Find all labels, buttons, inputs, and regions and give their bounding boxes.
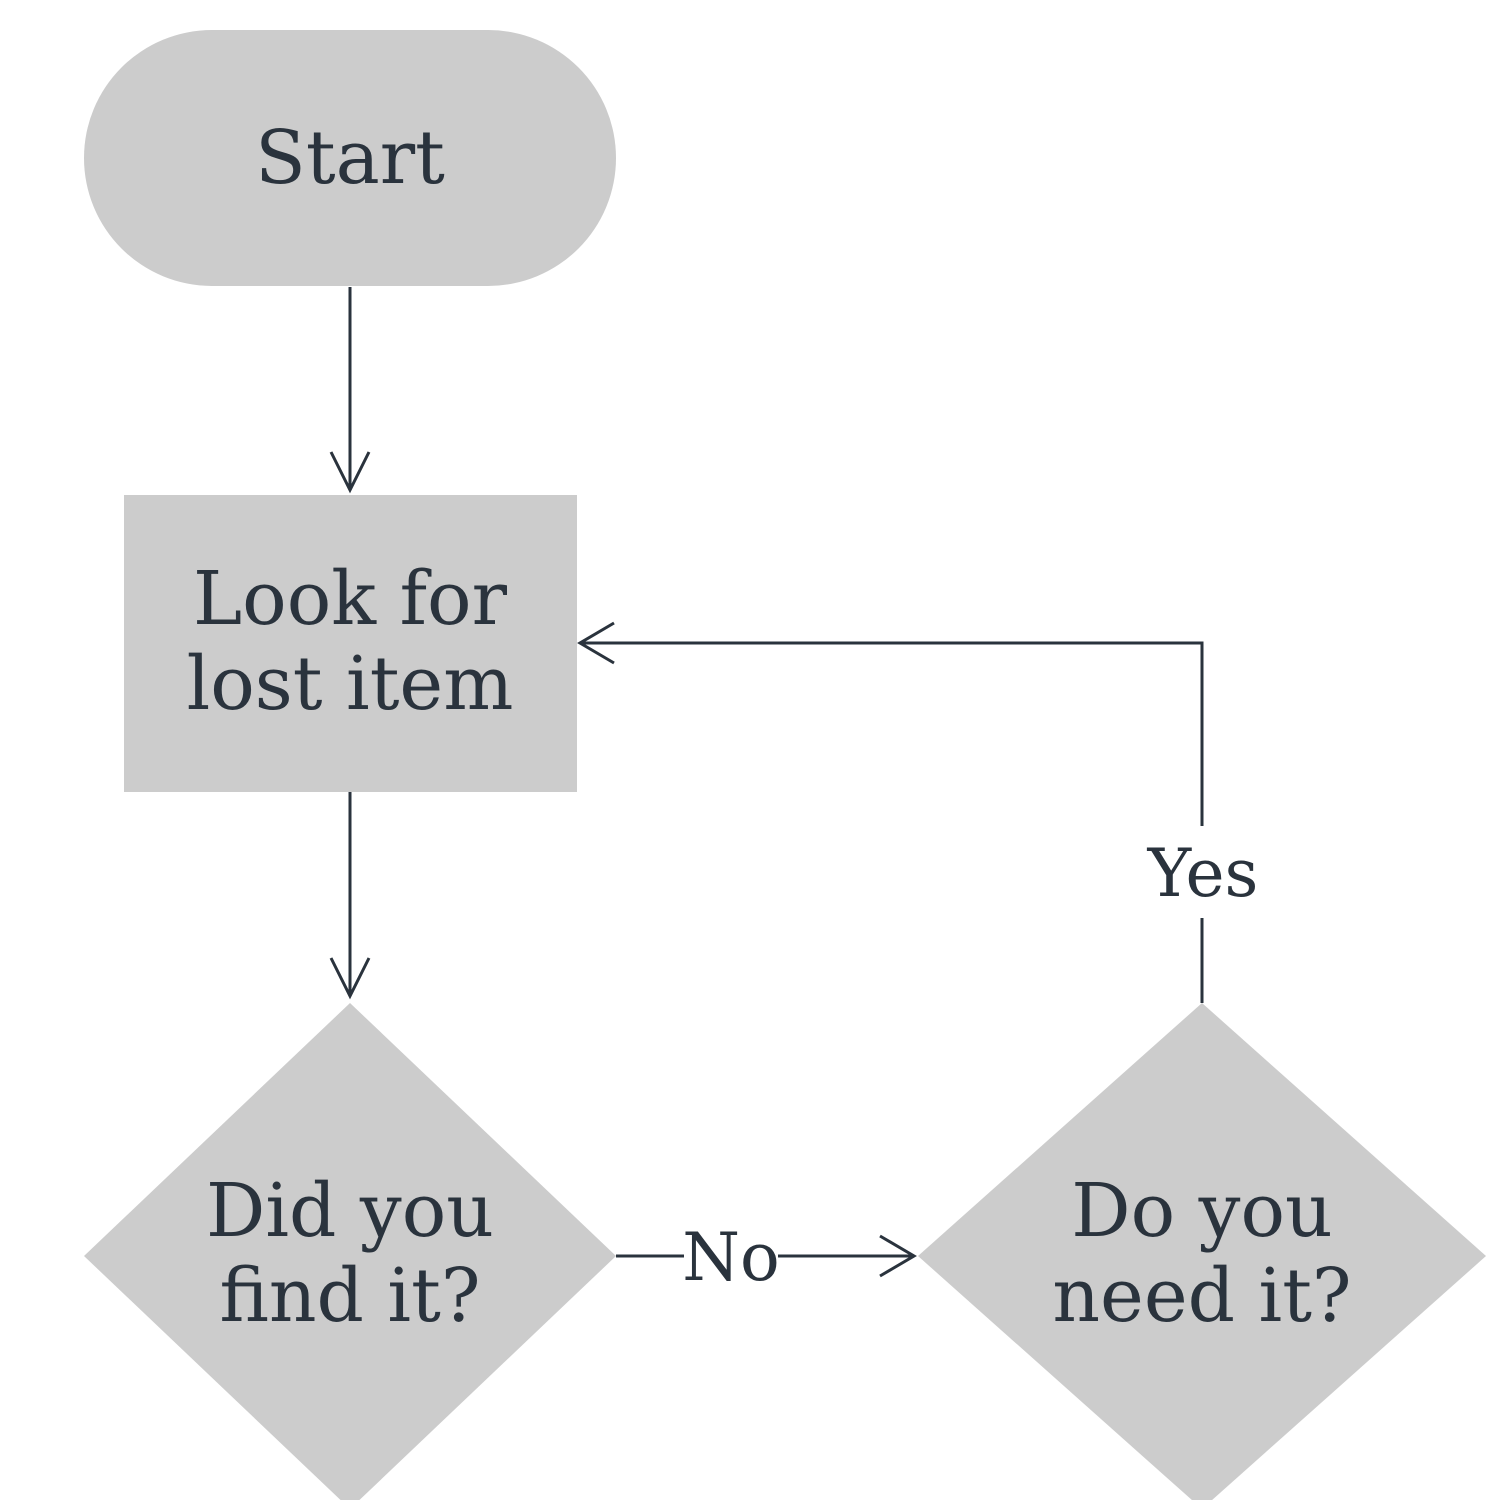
edge-found-to-need: No [616,1212,917,1298]
edge-look-to-found [329,792,371,1000]
arrowhead-left-icon [577,621,615,665]
node-found-label-line1: Did you [206,1168,494,1254]
edge-label-background [684,1212,778,1298]
edge-label-background [1146,826,1258,918]
node-did-you-find-it[interactable]: Did you find it? [84,1003,616,1500]
edge-start-to-look [329,287,371,494]
process-shape [124,495,577,792]
decision-shape [918,1003,1486,1500]
node-start[interactable]: Start [84,30,616,286]
terminator-shape [84,30,616,286]
arrowhead-down-icon [329,957,371,1000]
node-found-label-line2: find it? [220,1253,481,1339]
node-look-label-line1: Look for [193,556,508,642]
arrowhead-down-icon [329,451,371,494]
decision-shape [84,1003,616,1500]
edge-label-yes: Yes [1147,835,1259,912]
node-start-label: Start [255,115,445,201]
edge-line [582,641,1204,1003]
node-look-label-line2: lost item [187,641,514,727]
edge-need-to-look: Yes [577,621,1259,1003]
node-need-label-line1: Do you [1071,1168,1332,1254]
edge-label-no: No [682,1219,780,1296]
node-look-for-lost-item[interactable]: Look for lost item [124,495,577,792]
arrowhead-right-icon [879,1234,917,1278]
node-do-you-need-it[interactable]: Do you need it? [918,1003,1486,1500]
node-need-label-line2: need it? [1052,1253,1351,1339]
